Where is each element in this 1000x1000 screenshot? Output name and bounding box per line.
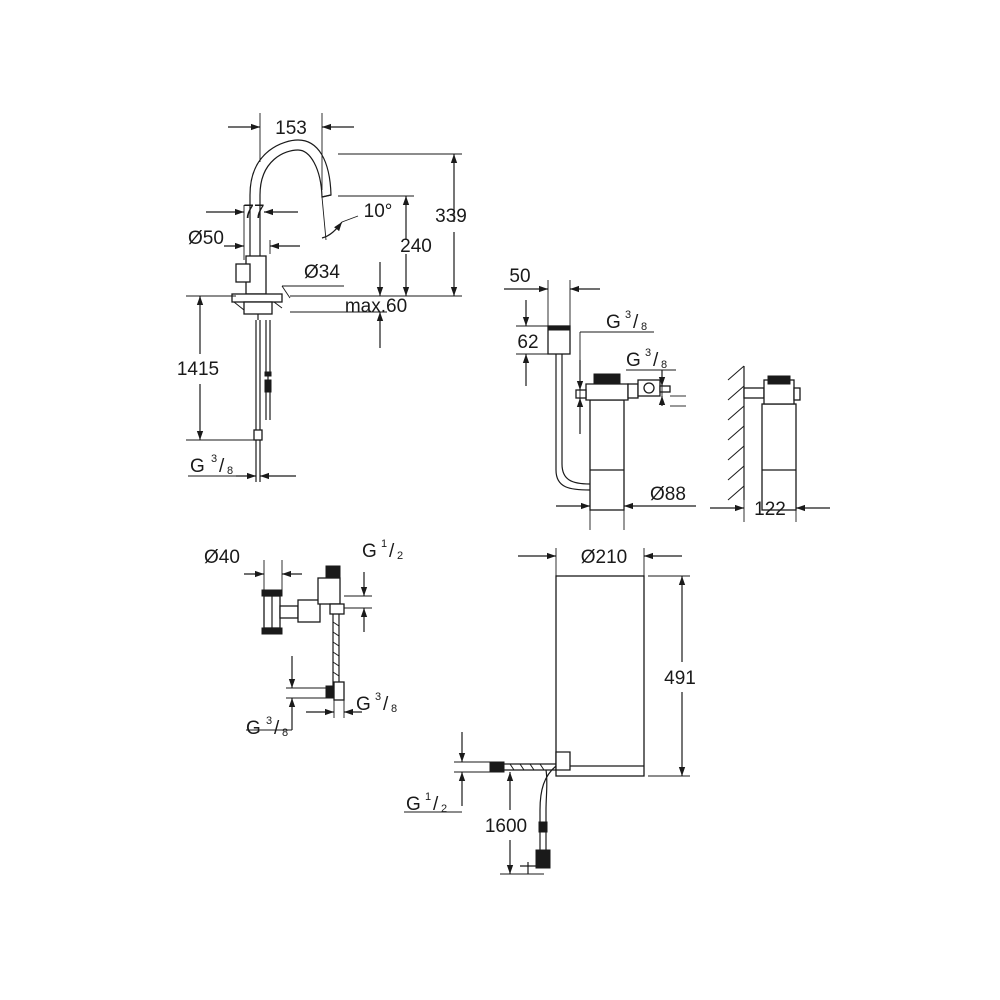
valve-g-right-den: 8 [391,703,397,715]
valve-view: Ø40 G 1 / 2 G 3 / 8 G 3 / 8 [204,538,403,739]
svg-text:/: / [389,541,395,562]
faucet-conn-num: 3 [211,453,217,465]
faucet-hose [255,320,261,430]
filter-side-view: 122 [710,365,830,522]
dim-dia-210: Ø210 [581,547,627,568]
svg-text:/: / [383,694,389,715]
dim-dia-40: Ø40 [204,547,240,568]
filter-g-mid-num: 3 [645,347,651,359]
dim-240: 240 [400,236,432,257]
filter-cable [555,354,591,491]
deck-plate [231,293,283,303]
faucet-conn-den: 8 [227,465,233,477]
dim-cable-1600: 1600 [485,816,527,837]
dim-angle: 10° [364,201,393,222]
valve-g-right: G [356,694,371,715]
faucet-handle [235,263,251,283]
valve-g-top-num: 1 [381,538,387,550]
dim-dia-50: Ø50 [188,228,224,249]
dim-62: 62 [517,332,538,353]
dim-491: 491 [664,668,696,689]
boiler-tank [555,575,645,777]
svg-text:/: / [653,350,659,371]
svg-text:/: / [633,312,639,333]
faucet-spout [249,139,332,262]
faucet-view: 153 77 10° Ø50 339 240 Ø34 max.60 1415 [177,113,467,482]
faucet-conn-g: G [190,456,205,477]
filter-g-mid: G [626,350,641,371]
filter-head [585,383,629,401]
dim-122: 122 [754,499,786,520]
filter-g-top-num: 3 [625,309,631,321]
boiler-g-inlet-num: 1 [425,791,431,803]
valve-g-top: G [362,541,377,562]
boiler-g-inlet-den: 2 [441,803,447,815]
valve-g-left-den: 8 [282,727,288,739]
filter-g-top: G [606,312,621,333]
dim-50: 50 [509,266,530,287]
boiler-view: Ø210 491 G 1 / 2 1600 [404,547,696,875]
filter-g-top-den: 8 [641,321,647,333]
dim-hole-34: Ø34 [304,262,340,283]
dim-77: 77 [243,202,264,223]
filter-cartridge [589,399,625,511]
filter-view: 50 62 G 3 / 8 G 3 / 8 Ø88 [504,266,696,530]
boiler-g-inlet: G [406,794,421,815]
svg-text:/: / [433,794,439,815]
side-cartridge [761,403,797,511]
dim-339: 339 [435,206,467,227]
valve-g-left: G [246,718,261,739]
valve-g-right-num: 3 [375,691,381,703]
svg-text:/: / [219,456,225,477]
boiler-cable [539,765,557,822]
dim-dia-88: Ø88 [650,484,686,505]
dim-hose-1415: 1415 [177,359,219,380]
dim-153: 153 [275,118,307,139]
filter-g-mid-den: 8 [661,359,667,371]
valve-g-top-den: 2 [397,550,403,562]
valve-g-left-num: 3 [266,715,272,727]
dim-max-60: max.60 [345,296,407,317]
valve-block [317,577,341,605]
svg-text:/: / [274,718,280,739]
